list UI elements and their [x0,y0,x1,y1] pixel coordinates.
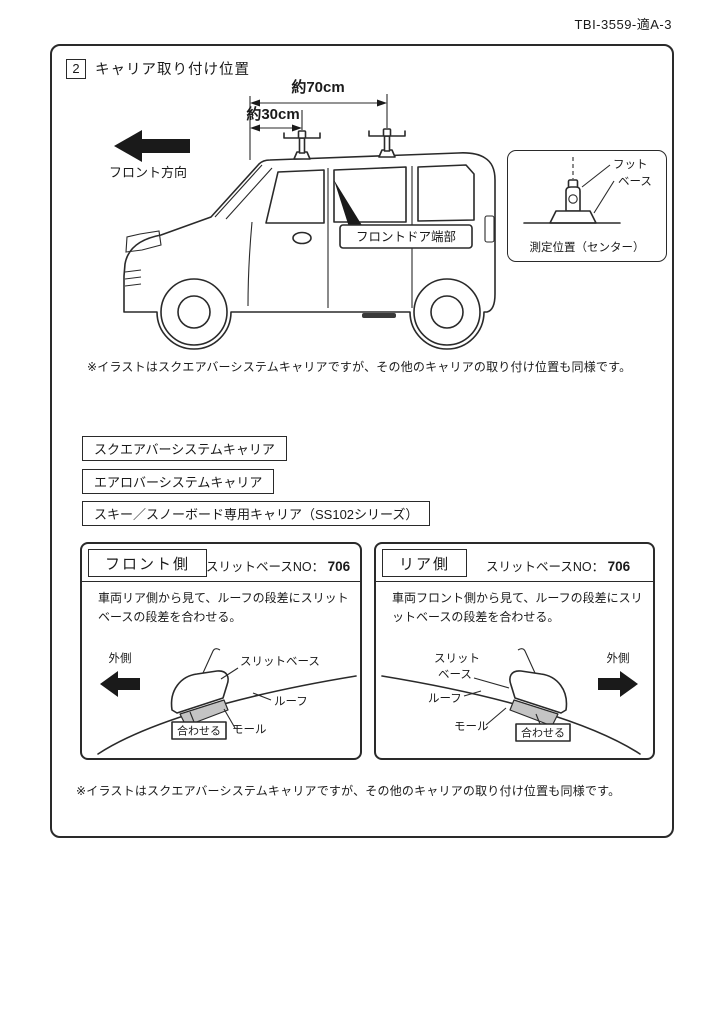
front-door-window [265,169,325,224]
align-box [515,723,571,742]
foot-label: フット [613,159,648,171]
rear-panel-header: リア側 スリットベースNO： 706 [376,544,653,582]
rear-wheel [413,278,481,346]
molding-label: モール [232,724,267,736]
rear-side-panel: リア側 スリットベースNO： 706 車両フロント側から見て、ルーフの段差にスリ… [374,542,655,760]
align-label: 合わせる [521,726,565,740]
outside-label: 外側 [607,652,630,665]
door-edge-label: フロントドア端部 [356,229,456,244]
foot-tower [565,186,581,212]
slide-door-window [333,166,407,223]
front-panel-figure: 外側 スリットベース ルーフ 合わせる モール [97,648,357,755]
car-diagram: 約70cm 約30cm フロント方向 フロントドア端部 [109,78,496,350]
slit-base-label: スリットベース [240,656,320,668]
door-edge-callout-box [339,224,473,249]
base-plate [549,210,597,224]
front-panel-header: フロント側 スリットベースNO： 706 [82,544,360,582]
front-roof-bar [283,130,321,160]
outside-arrow-icon [100,671,140,697]
rear-roof-bar [368,128,406,158]
front-wheel [160,278,228,346]
molding-label: モール [454,721,489,733]
dimension-30cm-label: 約30cm [246,105,299,123]
dimension-70cm-label: 約70cm [291,78,344,96]
foot-detail-figure: フット ベース [523,157,652,224]
front-wheel-hub [177,295,211,329]
outside-label: 外側 [109,652,132,665]
front-direction-label: フロント方向 [109,165,187,180]
measure-position-caption: 測定位置（センター） [529,242,645,254]
outside-arrow-icon [598,671,638,697]
side-step [362,313,396,318]
align-label: 合わせる [177,724,221,738]
roof-label: ルーフ [428,693,462,705]
slit-base-label-line2: ベース [438,669,472,681]
rear-panel-title: リア側 [382,549,468,577]
taillight [484,215,495,243]
car-body-outline [123,152,496,350]
foot-bolt [568,194,578,204]
base-label: ベース [618,176,652,188]
rear-wheel-hub [430,295,464,329]
carrier-type-aero-bar: エアロバーシステムキャリア [82,469,275,494]
front-slit-base-no-value: 706 [327,559,351,574]
door-edge-pointer-icon [334,180,363,227]
front-slit-base-no-label: スリットベースNO： [206,560,325,574]
slit-base-part [170,670,229,714]
section-title: キャリア取り付け位置 [95,62,250,78]
rear-panel-description: 車両フロント側から見て、ルーフの段差にスリットベースの段差を合わせる。 [392,591,643,624]
front-direction-arrow-icon [114,130,190,162]
doc-reference: TBI-3559-適A-3 [574,17,672,32]
align-box [171,721,227,740]
rear-panel-figure: 外側 スリット ベース ルーフ モール 合わせる [381,648,641,755]
rear-slit-base-no: スリットベースNO： 706 [486,556,630,575]
section-header: 2 キャリア取り付け位置 [66,58,250,79]
slit-base-part [509,670,568,714]
lever [202,648,221,674]
section-number-box: 2 [66,58,86,79]
content-frame: 2 キャリア取り付け位置 [50,44,674,838]
windshield [214,164,273,220]
foot-detail-inset: フット ベース 測定位置（センター） [507,150,667,262]
front-panel-title: フロント側 [88,549,208,577]
headlight [125,230,162,253]
front-slit-base-no: スリットベースNO： 706 [206,556,350,575]
lever [517,648,536,674]
roof-label: ルーフ [274,696,308,708]
note-top: ※イラストはスクエアバーシステムキャリアですが、その他のキャリアの取り付け位置も… [87,360,632,374]
front-panel-description: 車両リア側から見て、ルーフの段差にスリットベースの段差を合わせる。 [98,591,349,624]
carrier-type-ski-snowboard: スキー／スノーボード専用キャリア（SS102シリーズ） [82,501,431,526]
slit-base-label-line1: スリット [434,653,480,665]
molding-wedge [509,699,559,727]
carrier-type-square-bar: スクエアバーシステムキャリア [82,436,287,461]
door-mirror [292,231,312,245]
front-grille [124,269,142,287]
rear-quarter-window [417,164,475,222]
note-bottom: ※イラストはスクエアバーシステムキャリアですが、その他のキャリアの取り付け位置も… [76,784,621,798]
dimension-extension-lines [249,94,388,160]
rear-slit-base-no-label: スリットベースNO： [486,560,605,574]
front-side-panel: フロント側 スリットベースNO： 706 車両リア側から見て、ルーフの段差にスリ… [80,542,362,760]
rear-slit-base-no-value: 706 [607,559,631,574]
